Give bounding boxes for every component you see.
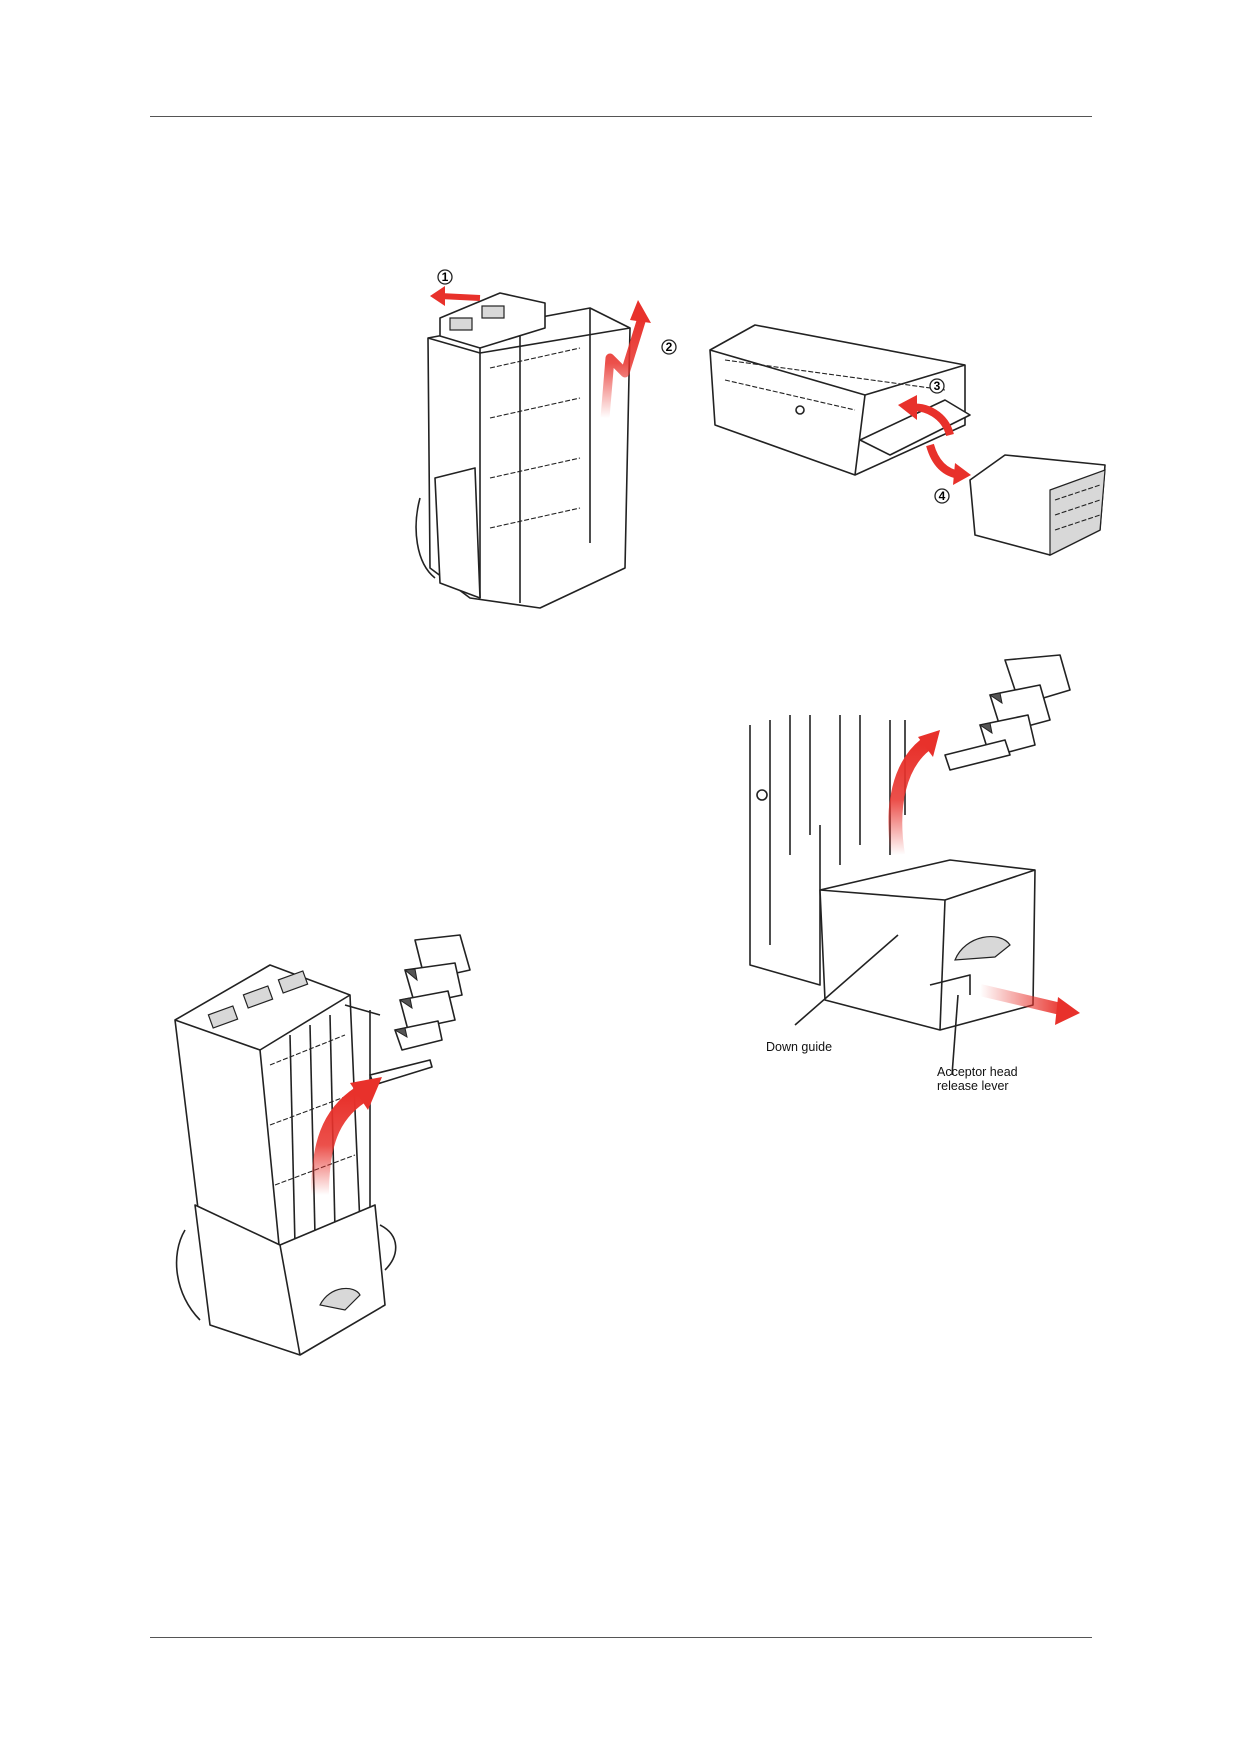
down-guide-detail-illustration (749, 654, 1080, 1076)
step-4-number: 4 (939, 489, 946, 503)
note-removal-illustration (174, 934, 471, 1356)
acceptor-unit-illustration: 1 2 (415, 269, 677, 609)
footer-rule (150, 1637, 1092, 1638)
acceptor-head-release-lever-label: Acceptor head release lever (937, 1065, 1018, 1093)
cassette-removal-illustration: 3 4 (709, 324, 1106, 556)
release-lever-label-line-1: Acceptor head (937, 1065, 1018, 1079)
down-guide-label: Down guide (766, 1040, 833, 1054)
header-rule (150, 116, 1092, 117)
step-2-number: 2 (666, 340, 673, 354)
step-1-number: 1 (442, 270, 449, 284)
step-3-number: 3 (934, 379, 941, 393)
release-lever-label-line-2: release lever (937, 1079, 1009, 1093)
